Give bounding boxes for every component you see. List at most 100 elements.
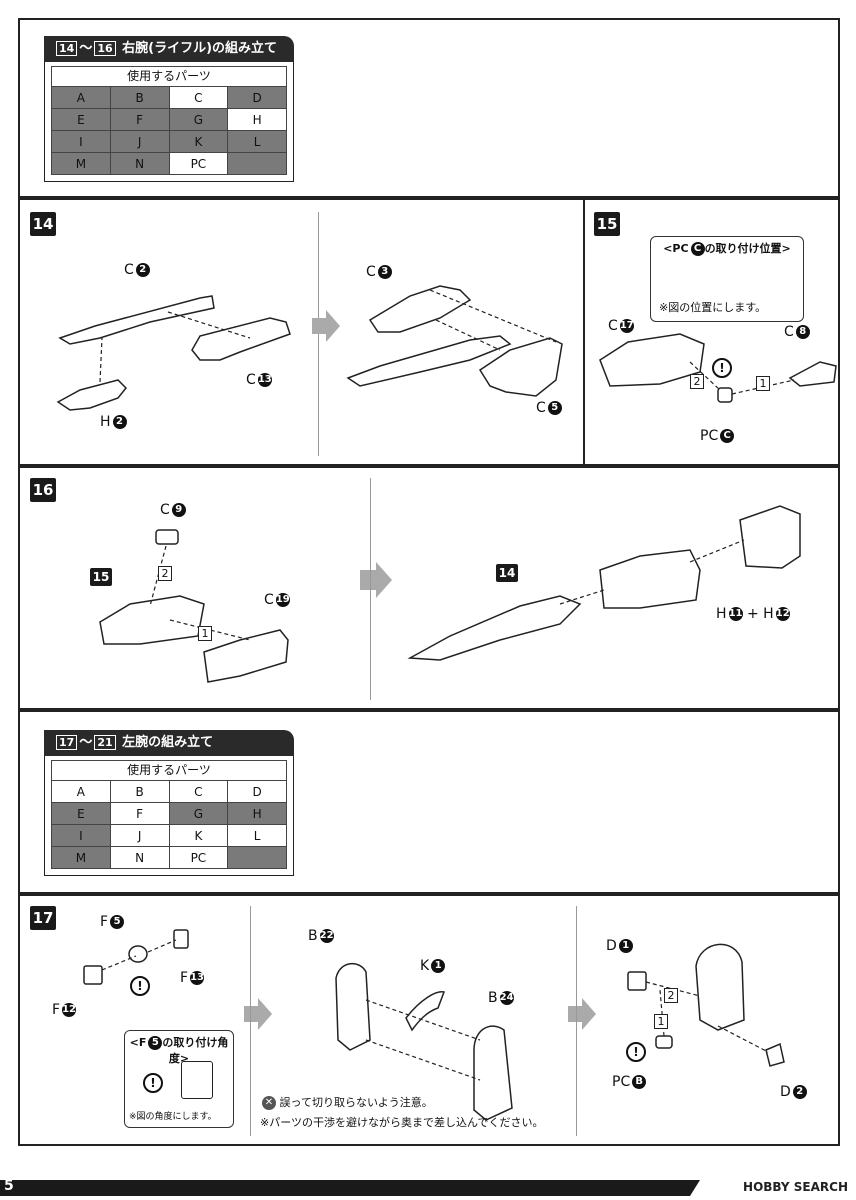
parts-cell: D [227,86,287,109]
title-text: 右腕(ライフル)の組み立て [122,41,278,56]
parts-cell [227,152,287,175]
order-2: 2 [664,988,678,1003]
parts-cell: M [51,152,111,175]
divider [318,212,319,456]
step-ref: 17 [56,735,78,750]
ref-step-15: 15 [90,568,112,586]
order-1: 1 [654,1014,668,1029]
parts-cell: E [51,108,111,131]
title-text: 左腕の組み立て [122,735,214,750]
gate-icon: ✕ [262,1096,276,1110]
warning-icon: ! [143,1073,163,1093]
parts-cell: L [227,130,287,153]
header-title-1: 14～16 右腕(ライフル)の組み立て [44,36,294,62]
step-ref: 14 [56,41,78,56]
footer-bar [0,1180,700,1196]
order-1: 1 [198,626,212,641]
parts-caption: 使用するパーツ [51,66,287,87]
parts-cell: B [109,86,170,109]
section-step14-15 [18,198,840,466]
step-number: 15 [594,212,620,236]
parts-cell: F [109,802,170,825]
parts-cell: G [168,108,229,131]
parts-cell: I [51,824,111,847]
parts-cell: E [51,802,111,825]
parts-cell: J [109,130,170,153]
parts-cell: K [168,824,229,847]
divider [583,198,585,466]
divider [370,478,371,700]
title-sep: ～ [79,735,93,750]
parts-cell: N [109,846,170,869]
section-step17 [18,894,840,1146]
inset-note: ※図の位置にします。 [659,301,767,314]
note-insert: ※パーツの干渉を避けながら奥まで差し込んでください。 [260,1116,544,1129]
parts-cell: J [109,824,170,847]
section-header-1 [18,18,840,198]
divider [576,906,577,1136]
step-number: 17 [30,906,56,930]
parts-cell: PC [168,846,229,869]
parts-cell: A [51,86,111,109]
page-number: 5 [4,1178,14,1194]
section-header-2 [18,710,840,894]
parts-cell: PC [168,152,229,175]
parts-cell: C [168,780,229,803]
parts-cell: M [51,846,111,869]
parts-cell: B [109,780,170,803]
order-2: 2 [158,566,172,581]
ref-step-14: 14 [496,564,518,582]
parts-cell: C [168,86,229,109]
warning-icon: ! [130,976,150,996]
header-title-2: 17～21 左腕の組み立て [44,730,294,756]
brand-watermark: HOBBY SEARCH [743,1180,848,1194]
section-step16 [18,466,840,710]
parts-cell: H [227,802,287,825]
parts-cell [227,846,287,869]
parts-cell: N [109,152,170,175]
inset-note: ※図の角度にします。 [129,1112,217,1122]
title-sep: ～ [79,41,93,56]
parts-cell: H [227,108,287,131]
page-footer: 5 HOBBY SEARCH [0,1176,856,1200]
note-caution: ✕ 誤って切り取らないよう注意。 [260,1094,433,1110]
step-number: 16 [30,478,56,502]
parts-cell: I [51,130,111,153]
step-number: 14 [30,212,56,236]
warning-icon: ! [712,358,732,378]
parts-cell: G [168,802,229,825]
